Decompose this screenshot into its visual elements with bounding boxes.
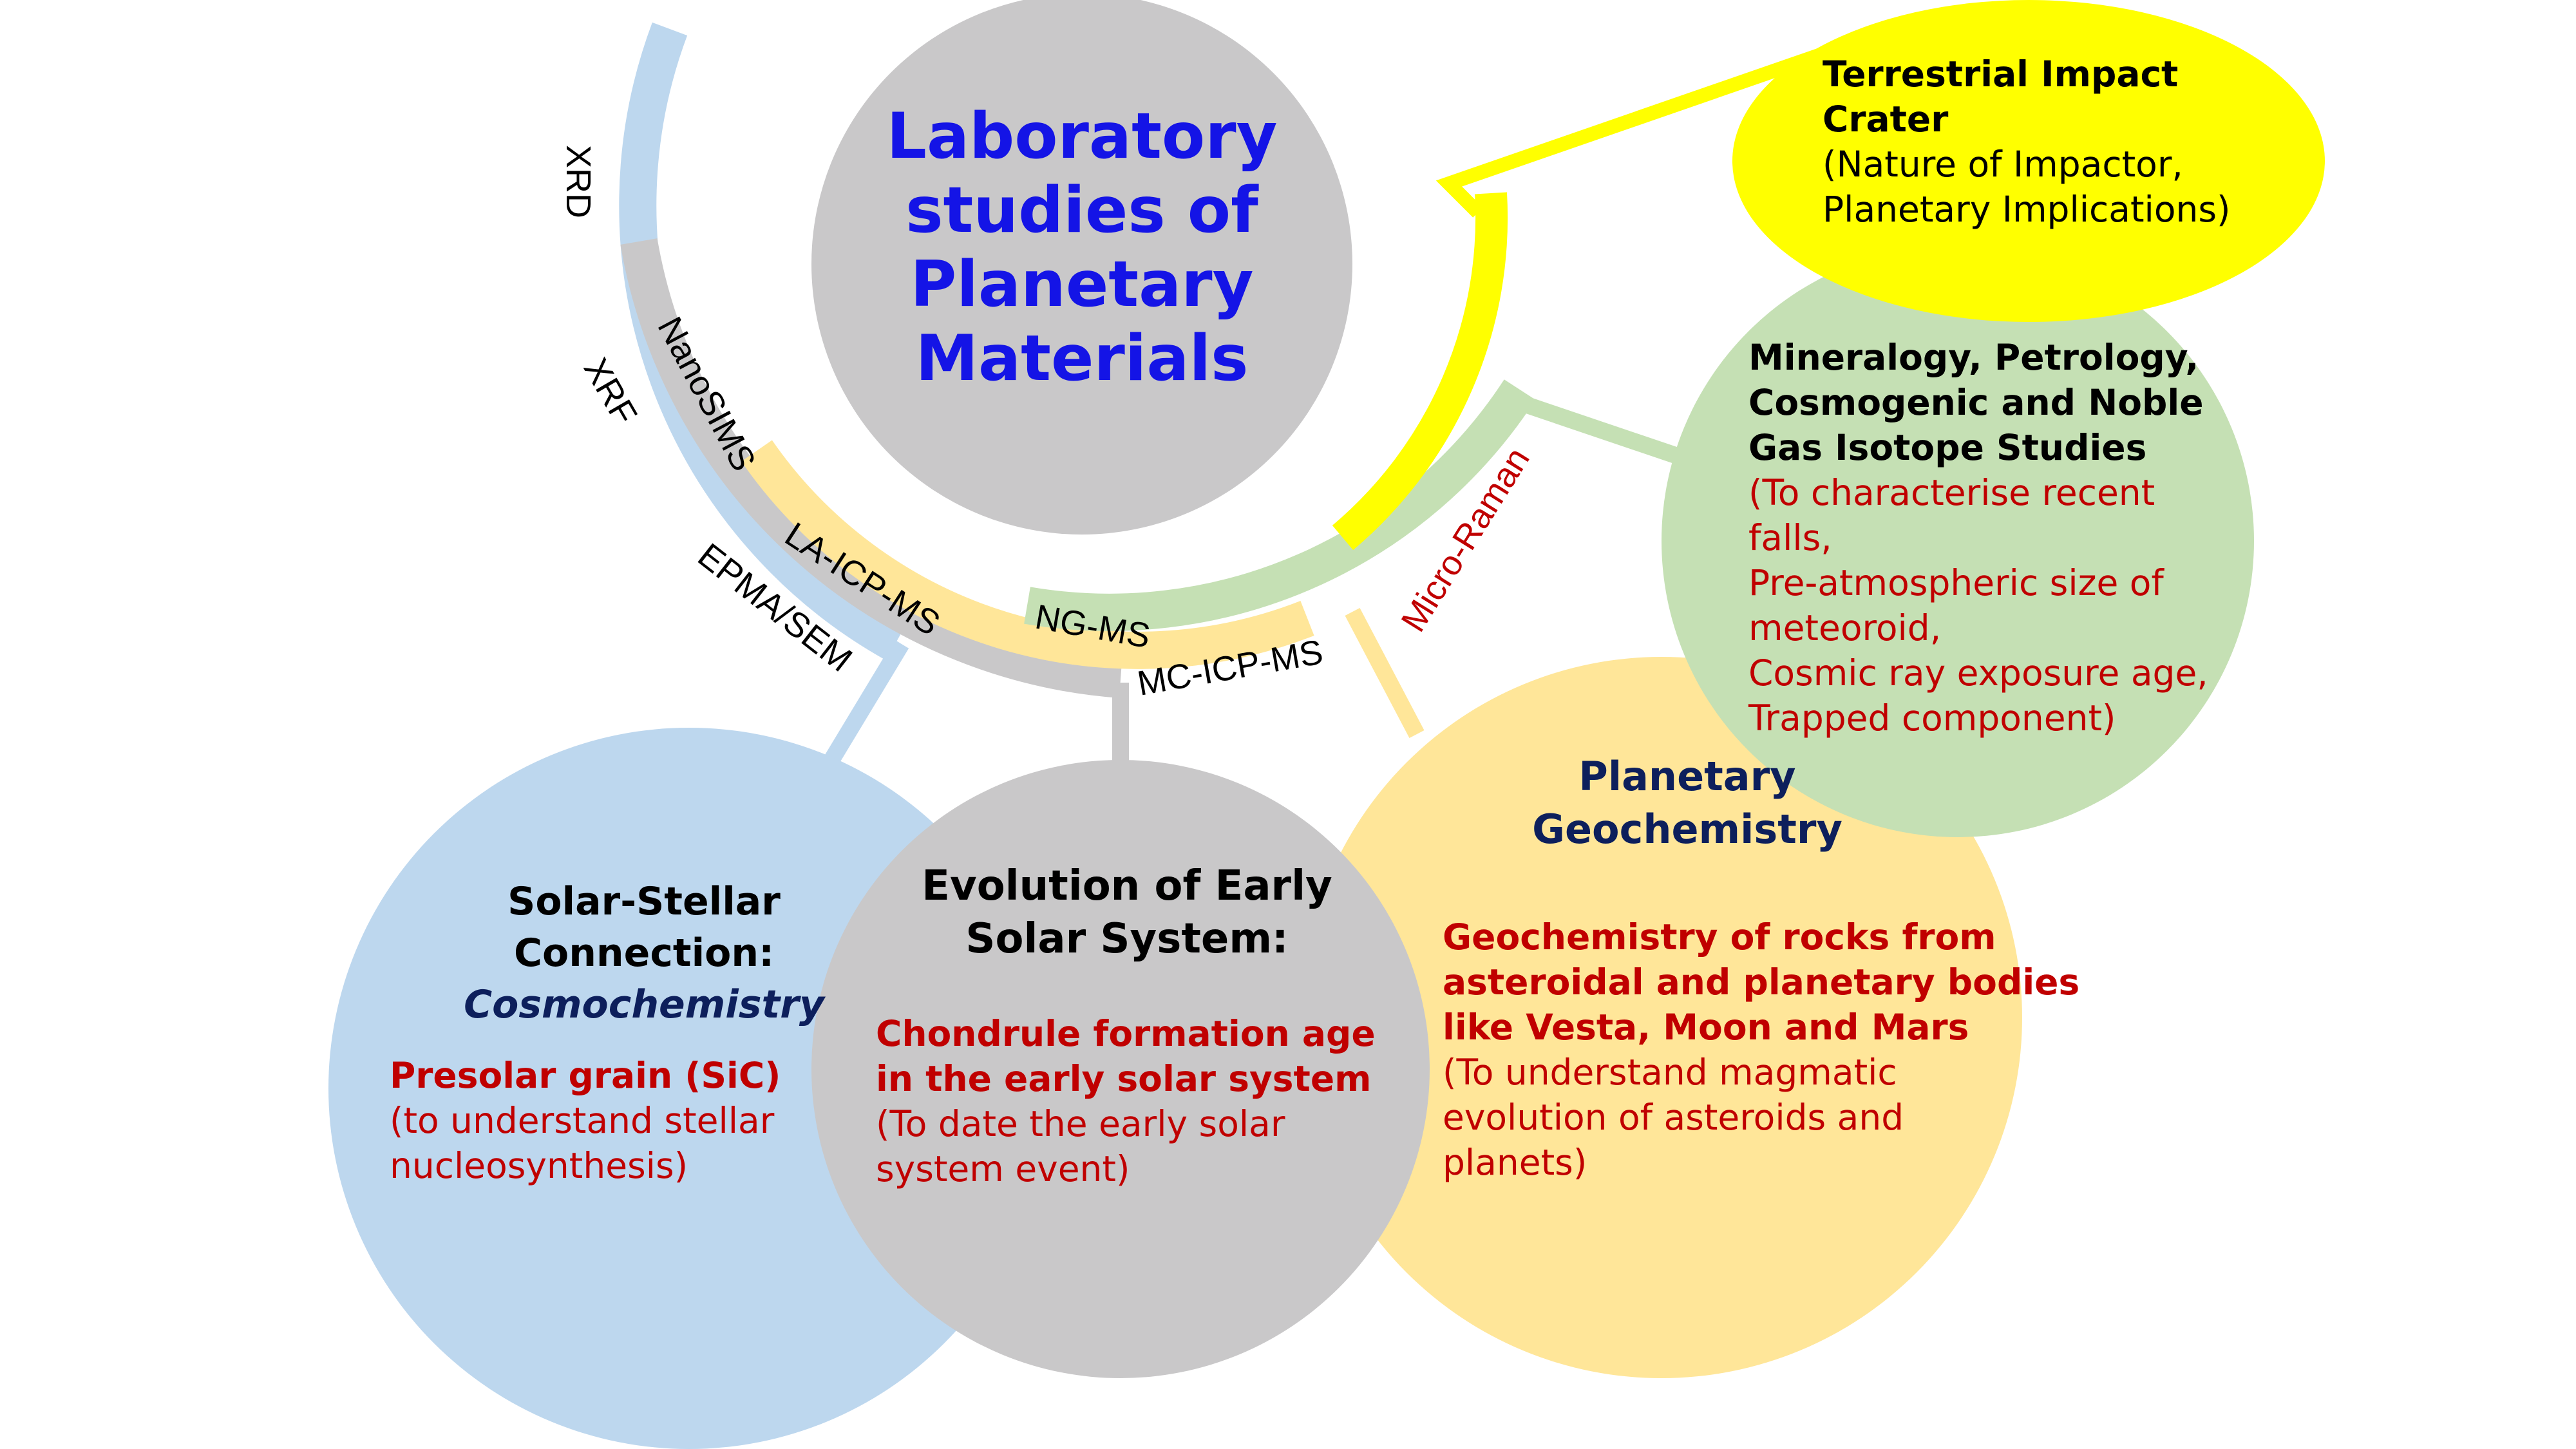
la-icp-ms-arc bbox=[741, 440, 1314, 669]
xrf-label: XRF bbox=[576, 352, 645, 431]
planetary-geochemistry-title-line: Geochemistry bbox=[1532, 806, 1842, 853]
xrd-label: XRD bbox=[559, 145, 598, 218]
nanosims-arc bbox=[620, 238, 1122, 698]
micro-raman-arc bbox=[1332, 192, 1508, 551]
early-solar-system-body: Chondrule formation age in the early sol… bbox=[876, 1011, 1404, 1191]
central-title-line: Laboratory bbox=[886, 100, 1278, 173]
planetary-geochemistry-circle bbox=[1301, 657, 2022, 1378]
mineralogy-body-line: Cosmic ray exposure age, bbox=[1748, 652, 2208, 694]
impact-crater-heading-line: Terrestrial Impact bbox=[1823, 53, 2179, 95]
cosmochemistry-title-line: Connection: bbox=[513, 931, 775, 976]
cosmochemistry-subtitle: Cosmochemistry bbox=[464, 982, 824, 1027]
central-title-line: Materials bbox=[915, 322, 1249, 395]
connector-mineralogy bbox=[1497, 388, 1703, 472]
early-solar-system-title: Evolution of Early Solar System: bbox=[837, 860, 1417, 965]
impact-crater-body-line: (Nature of Impactor, bbox=[1823, 144, 2183, 185]
early-solar-system-body-bold: Chondrule formation age bbox=[876, 1013, 1376, 1054]
impact-crater-text: Terrestrial Impact Crater (Nature of Imp… bbox=[1823, 52, 2286, 232]
planetary-geochemistry-body: Geochemistry of rocks from asteroidal an… bbox=[1443, 914, 2080, 1185]
central-title-line: studies of bbox=[905, 174, 1258, 247]
planetary-geochemistry-body-bold: asteroidal and planetary bodies bbox=[1443, 961, 2080, 1003]
cosmochemistry-body-line: nucleosynthesis) bbox=[390, 1145, 688, 1186]
impact-crater-ellipse bbox=[1732, 0, 2325, 322]
connector-planetary-geochemistry bbox=[1345, 607, 1425, 739]
early-solar-system-body-bold: in the early solar system bbox=[876, 1058, 1372, 1099]
impact-crater-body-line: Planetary Implications) bbox=[1823, 189, 2231, 230]
planetary-geochemistry-title: Planetary Geochemistry bbox=[1462, 750, 1913, 856]
mineralogy-heading-line: Gas Isotope Studies bbox=[1748, 427, 2147, 468]
connector-impact-crater bbox=[1435, 38, 1851, 218]
early-solar-system-title-line: Solar System: bbox=[965, 915, 1289, 963]
mineralogy-circle bbox=[1662, 245, 2254, 837]
mineralogy-heading-line: Mineralogy, Petrology, bbox=[1748, 337, 2199, 378]
planetary-geochemistry-body-bold: like Vesta, Moon and Mars bbox=[1443, 1007, 1969, 1048]
cosmochemistry-body: Presolar grain (SiC) (to understand stel… bbox=[390, 1053, 879, 1188]
early-solar-system-title-line: Evolution of Early bbox=[922, 862, 1332, 910]
cosmochemistry-body-line: (to understand stellar bbox=[390, 1100, 775, 1141]
planetary-geochemistry-body-line: (To understand magmatic bbox=[1443, 1052, 1897, 1093]
impact-crater-heading-line: Crater bbox=[1823, 99, 1949, 140]
planetary-geochemistry-body-bold: Geochemistry of rocks from bbox=[1443, 916, 1996, 958]
early-solar-system-circle bbox=[811, 760, 1430, 1378]
mineralogy-text: Mineralogy, Petrology, Cosmogenic and No… bbox=[1748, 335, 2238, 741]
cosmochemistry-title-line: Solar-Stellar bbox=[507, 879, 781, 924]
planetary-geochemistry-body-line: planets) bbox=[1443, 1142, 1587, 1183]
cosmochemistry-body-bold: Presolar grain (SiC) bbox=[390, 1055, 781, 1096]
early-solar-system-body-line: system event) bbox=[876, 1148, 1130, 1189]
mineralogy-body-line: meteoroid, bbox=[1748, 607, 1942, 649]
central-title: Laboratory studies of Planetary Material… bbox=[805, 100, 1359, 396]
central-circle bbox=[811, 0, 1352, 535]
mineralogy-body-line: falls, bbox=[1748, 517, 1832, 558]
mineralogy-body-line: Trapped component) bbox=[1748, 697, 2116, 739]
early-solar-system-body-line: (To date the early solar bbox=[876, 1103, 1285, 1144]
mineralogy-heading-line: Cosmogenic and Noble bbox=[1748, 382, 2204, 423]
central-title-line: Planetary bbox=[910, 248, 1254, 321]
planetary-geochemistry-title-line: Planetary bbox=[1578, 753, 1796, 800]
mineralogy-body-line: (To characterise recent bbox=[1748, 472, 2155, 513]
ng-ms-arc bbox=[1024, 379, 1536, 631]
cosmochemistry-title: Solar-Stellar Connection: Cosmochemistry bbox=[386, 876, 902, 1030]
planetary-geochemistry-body-line: evolution of asteroids and bbox=[1443, 1097, 1904, 1138]
mineralogy-body-line: Pre-atmospheric size of bbox=[1748, 562, 2164, 603]
